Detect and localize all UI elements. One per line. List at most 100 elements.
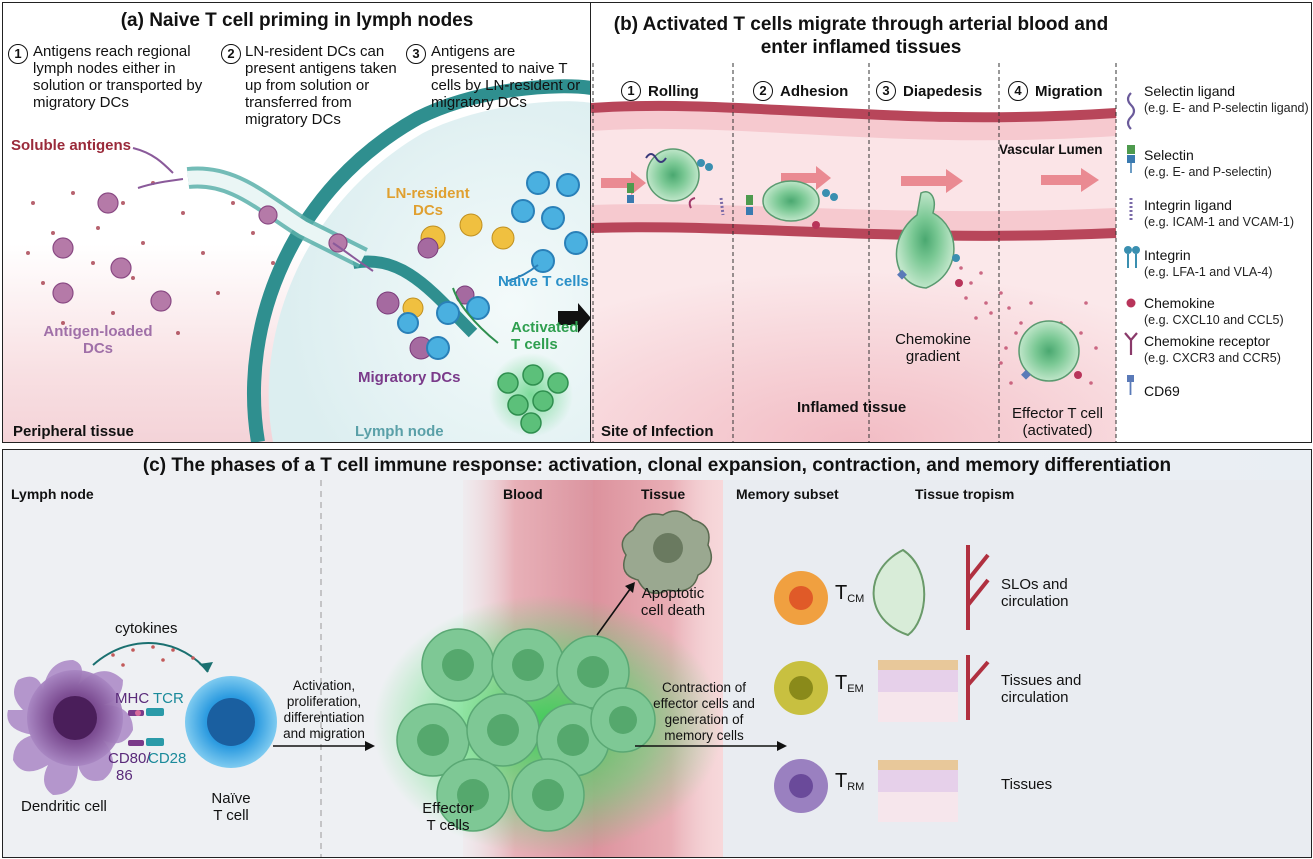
cytokines-label: cytokines	[115, 620, 178, 637]
naive-t-cell-label-1: Naïve	[211, 790, 251, 807]
adhesion-molecules	[627, 153, 1082, 380]
tem-tropism-label: Tissues and circulation	[1001, 672, 1082, 706]
panel-a-title: (a) Naive T cell priming in lymph nodes	[120, 10, 474, 31]
site-of-infection-label: Site of Infection	[601, 423, 714, 440]
chemokine-receptor-icon	[1124, 332, 1138, 355]
activated-label: (activated)	[1022, 422, 1093, 439]
migratory-dc-cells	[376, 237, 475, 360]
integrin-icon	[1124, 246, 1140, 268]
cd86-label: 86	[116, 767, 133, 784]
activation-label: Activation, proliferation, differentiati…	[283, 678, 365, 741]
cd69-icon	[1127, 375, 1134, 395]
step-number: 2	[221, 44, 241, 64]
legend-item-selectin-ligand: Selectin ligand (e.g. E- and P-selectin …	[1144, 83, 1309, 116]
chemokine-gradient-dots	[959, 266, 1098, 385]
legend-name: CD69	[1144, 383, 1180, 399]
memory-subset-section-label: Memory subset	[736, 486, 839, 502]
contraction-label: Contraction of effector cells and genera…	[653, 680, 755, 743]
naive-t-cells	[397, 171, 588, 360]
tcm-label: TCM	[835, 582, 864, 610]
step-label-rolling: Rolling	[648, 83, 699, 100]
selectin-ligand-icon	[1126, 92, 1136, 130]
apoptotic-label-2: cell death	[640, 602, 706, 619]
step-text: Antigens are presented to naive T cells …	[431, 43, 581, 111]
step-number: 3	[876, 81, 896, 101]
dendritic-cell-label: Dendritic cell	[21, 798, 107, 815]
activated-t-cells-label: Activated T cells	[511, 319, 579, 353]
tem-label: TEM	[835, 672, 864, 700]
vascular-lumen-label: Vascular Lumen	[999, 142, 1103, 157]
cd80-label: CD80/	[108, 750, 151, 767]
legend-example: (e.g. ICAM-1 and VCAM-1)	[1144, 215, 1295, 229]
legend-item-selectin: Selectin (e.g. E- and P-selectin)	[1144, 147, 1309, 180]
apoptotic-label-1: Apoptotic	[641, 585, 705, 602]
trm-label: TRM	[835, 770, 864, 798]
effector-t-cells-label-2: T cells	[426, 817, 470, 834]
naive-t-cells-label: Naive T cells	[498, 273, 589, 290]
step-label-diapedesis: Diapedesis	[903, 83, 983, 100]
panel-c-illustration	[7, 480, 1311, 857]
legend-name: Chemokine	[1144, 295, 1215, 311]
legend-item-integrin-ligand: Integrin ligand (e.g. ICAM-1 and VCAM-1)	[1144, 197, 1309, 230]
transition-arrow	[558, 303, 591, 333]
lymph-node-section-label: Lymph node	[11, 486, 94, 502]
diapedesis-t-cell	[895, 191, 955, 289]
legend-name: Chemokine receptor	[1144, 333, 1271, 349]
circulation-vessels	[966, 545, 990, 720]
trm-tropism-label: Tissues	[1001, 776, 1053, 793]
antigen-loaded-dc-cells	[52, 192, 348, 312]
lymph-node-body	[268, 101, 591, 442]
migratory-dcs-label: Migratory DCs	[358, 369, 461, 386]
step-number: 2	[753, 81, 773, 101]
adhering-t-cell	[762, 180, 820, 222]
activated-t-cells	[497, 364, 569, 434]
lymph-node-label: Lymph node	[355, 423, 444, 440]
ln-resident-dcs-label: LN-resident DCs	[386, 185, 470, 219]
dendritic-cell	[7, 660, 133, 795]
effector-t-cell-label: Effector T cell	[1012, 405, 1103, 422]
memory-sub: CM	[847, 593, 865, 605]
effector-t-cells-label-1: Effector	[422, 800, 474, 817]
peripheral-tissue-label: Peripheral tissue	[13, 423, 134, 440]
legend-example: (e.g. CXCL10 and CCL5)	[1144, 313, 1284, 327]
legend-item-chemokine: Chemokine (e.g. CXCL10 and CCL5)	[1144, 295, 1309, 328]
panel-b: (b) Activated T cells migrate through ar…	[590, 2, 1312, 443]
legend-name: Selectin	[1144, 147, 1194, 163]
skin-tissue-patches	[878, 660, 958, 822]
legend-example: (e.g. CXCR3 and CCR5)	[1144, 351, 1281, 365]
legend-example: (e.g. LFA-1 and VLA-4)	[1144, 265, 1273, 279]
step-number: 1	[8, 44, 28, 64]
chemokine-gradient-label: Chemokine gradient	[895, 331, 971, 365]
step-number: 1	[621, 81, 641, 101]
panel-c-title: (c) The phases of a T cell immune respon…	[142, 455, 1172, 476]
mhc-label: MHC	[115, 690, 150, 707]
legend-name: Integrin ligand	[1144, 197, 1232, 213]
memory-sub: RM	[847, 781, 865, 793]
panel-c: (c) The phases of a T cell immune respon…	[2, 449, 1312, 858]
inflamed-tissue-label: Inflamed tissue	[797, 399, 907, 416]
antigen-loaded-dcs-label: Antigen-loaded DCs	[43, 323, 153, 357]
legend-item-integrin: Integrin (e.g. LFA-1 and VLA-4)	[1144, 247, 1309, 280]
panel-b-title: (b) Activated T cells migrate through ar…	[613, 14, 1109, 58]
naive-t-cell-label-2: T cell	[213, 807, 249, 824]
selectin-icon	[1127, 145, 1135, 173]
chemokine-icon	[1126, 298, 1136, 308]
step-label-adhesion: Adhesion	[780, 83, 849, 100]
step-number: 3	[406, 44, 426, 64]
tissue-section-label: Tissue	[641, 486, 686, 502]
panel-a: (a) Naive T cell priming in lymph nodes …	[2, 2, 592, 443]
memory-sub: EM	[847, 683, 864, 695]
memory-main: T	[835, 672, 848, 694]
lymph-node-capsule	[247, 79, 591, 442]
legend-example: (e.g. E- and P-selectin ligand)	[1144, 101, 1309, 115]
lymph-node-organ	[872, 548, 926, 637]
tissue-tropism-section-label: Tissue tropism	[915, 486, 1015, 502]
panel-a-illustration	[26, 79, 591, 442]
memory-main: T	[835, 770, 848, 792]
step-text: Antigens reach regional lymph nodes eith…	[33, 43, 203, 111]
memory-cells	[774, 571, 828, 813]
legend-item-cd69: CD69	[1144, 383, 1309, 399]
tcr-label: TCR	[153, 690, 184, 707]
panel-b-illustration	[591, 63, 1140, 442]
soluble-antigens-label: Soluble antigens	[11, 137, 132, 154]
